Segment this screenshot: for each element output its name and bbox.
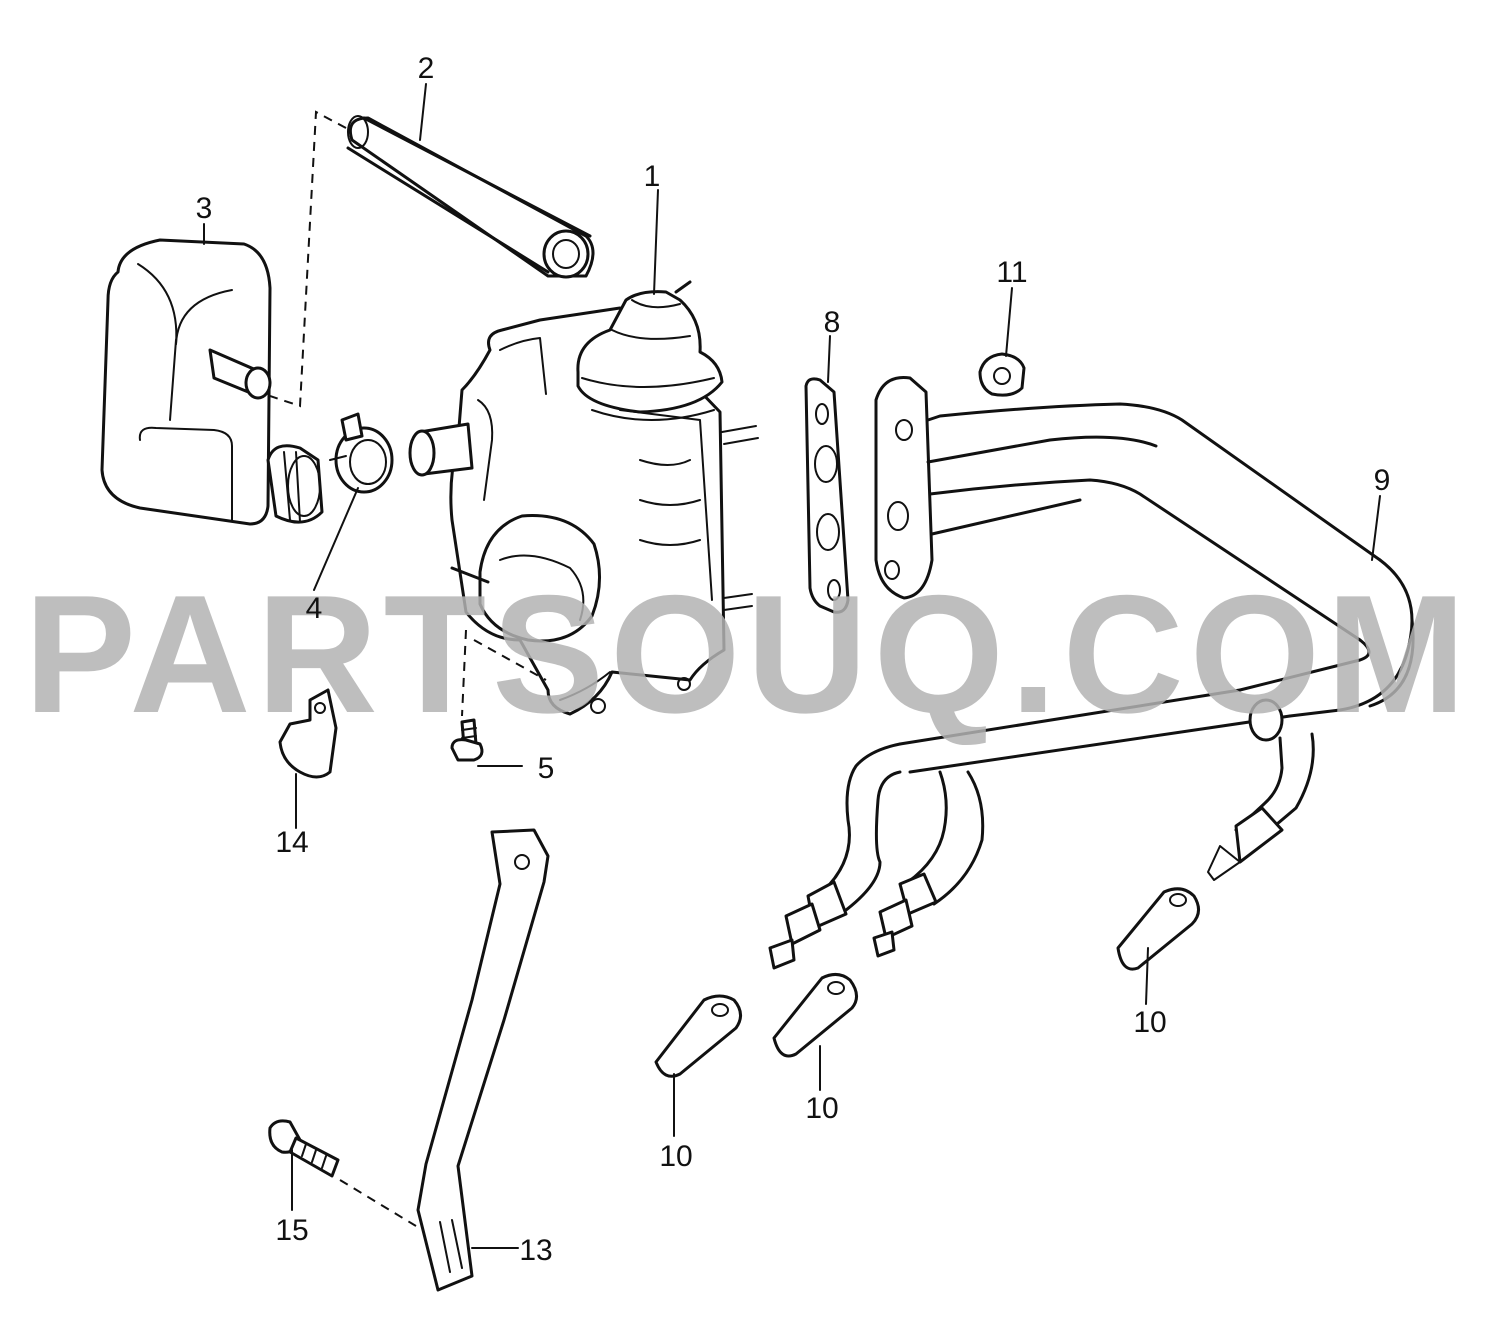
- part-14-bracket[interactable]: [278, 688, 338, 779]
- part-13-strap[interactable]: [416, 828, 550, 1292]
- part-3-reservoir[interactable]: [100, 238, 324, 526]
- leader-lines: [203, 83, 1381, 1249]
- part-9-pipe-assembly[interactable]: [768, 375, 1415, 970]
- part-1-valve-assembly[interactable]: [408, 280, 759, 716]
- callout-13: 13: [519, 1234, 552, 1267]
- callout-2: 2: [418, 52, 435, 85]
- part-4-clamp[interactable]: [329, 412, 394, 494]
- part-8-gasket[interactable]: [804, 377, 850, 614]
- callout-11: 11: [996, 256, 1027, 289]
- callout-14: 14: [275, 826, 308, 859]
- callout-10-left: 10: [659, 1140, 692, 1173]
- callout-5: 5: [538, 752, 555, 785]
- part-11-nut[interactable]: [978, 352, 1026, 397]
- alignment-lines: [263, 110, 547, 1227]
- part-10-plug-a[interactable]: [654, 994, 742, 1078]
- callout-8: 8: [824, 306, 841, 339]
- callout-10-middle: 10: [805, 1092, 838, 1125]
- part-10-plug-b[interactable]: [772, 973, 858, 1058]
- part-2-hose[interactable]: [346, 115, 595, 279]
- callout-15: 15: [275, 1214, 308, 1247]
- callout-3: 3: [196, 192, 213, 225]
- part-15-bolt[interactable]: [268, 1119, 340, 1178]
- callout-9: 9: [1374, 464, 1391, 497]
- callout-labels: 1 2 3 4 5 8 9 10 10 10 11 13 14 15: [196, 52, 1391, 1267]
- watermark-text: PARTSOUQ.COM: [24, 560, 1472, 748]
- callout-4: 4: [306, 592, 323, 625]
- part-10-plug-c[interactable]: [1116, 887, 1200, 971]
- part-5-bolt[interactable]: [450, 718, 484, 762]
- callout-1: 1: [644, 160, 661, 193]
- callout-10-right: 10: [1133, 1006, 1166, 1039]
